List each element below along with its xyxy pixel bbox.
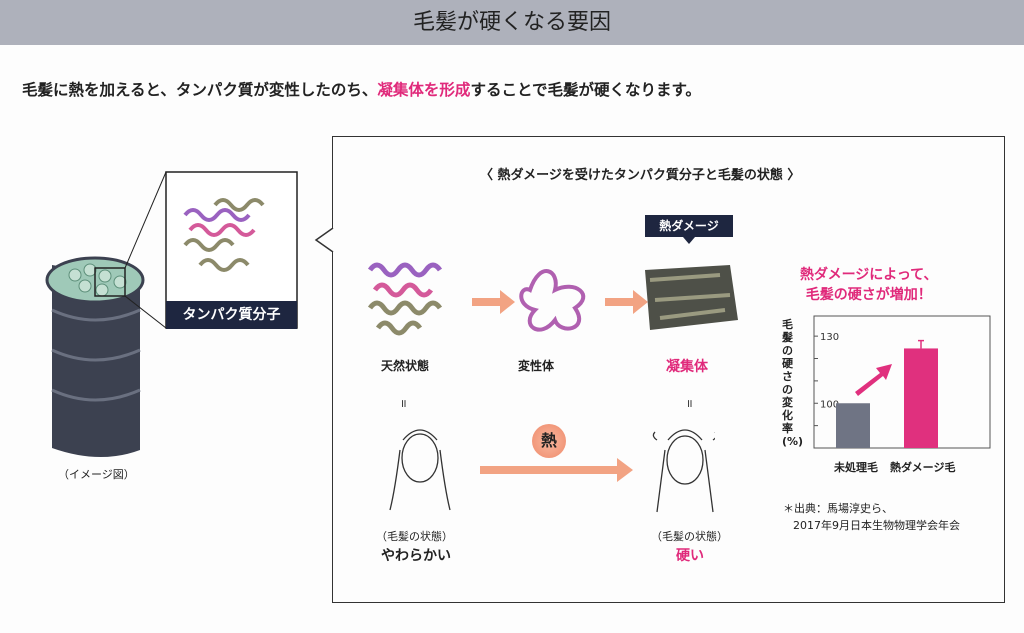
denatured-icon [519,269,586,332]
x-label-heat-damaged: 熱ダメージ毛 [890,461,956,474]
y-axis-label: 毛髪の硬さの変化率(%) [782,318,804,448]
panel-title: 〈 熱ダメージを受けたタンパク質分子と毛髪の状態 〉 [480,168,801,183]
state-native: 天然状態 [381,359,430,373]
chart-title: 熱ダメージによって、毛髪の硬さが増加！ [800,267,938,303]
heat-badge: 熱 [532,424,566,458]
hair-cross-section-illustration [45,171,298,458]
y-tick-label: 100 [820,399,839,410]
x-label-untreated: 未処理毛 [834,461,878,474]
callout-pointer [314,228,334,252]
soft-label: やわらかい [381,548,451,564]
hair-caption: （毛髪の状態） [651,530,728,543]
heat-damage-tag: 熱ダメージ [645,215,733,237]
hard-hair-face-icon [652,429,715,513]
native-state-icon [367,262,443,336]
soft-hair-face-icon [389,429,451,511]
increase-arrow-icon [855,364,892,396]
arrow-icon [605,290,648,314]
y-tick-label: 130 [820,332,839,343]
source-line-1: ＊出典：馬場淳史ら、 [783,502,893,515]
hardness-bar-chart: 100 130 [813,315,991,449]
hair-caption: （毛髪の状態） [376,530,453,543]
protein-state-illustrations [367,262,738,336]
tag-pointer [683,237,695,244]
equals-sign: ॥ [400,397,407,410]
source-line-2: 2017年9月日本生物物理学会年会 [793,519,960,532]
protein-molecule-label: タンパク質分子 [166,301,297,329]
state-aggregate: 凝集体 [666,359,708,375]
heat-arrow [480,458,633,482]
aggregate-icon [645,265,738,330]
hard-label: 硬い [676,548,704,564]
hair-illustrations [389,429,715,513]
image-note: （イメージ図） [58,468,135,481]
page-title: 毛髪が硬くなる要因 [0,0,1024,45]
bar-1 [904,348,938,448]
protein-state-panel [332,136,1005,603]
plot-frame [813,315,991,449]
bar-0 [836,403,870,448]
arrow-icon [472,290,515,314]
lead-text: 毛髪に熱を加えると、タンパク質が変性したのち、凝集体を形成することで毛髪が硬くな… [22,81,701,99]
state-denatured: 変性体 [518,359,555,373]
equals-sign: ॥ [686,397,693,410]
